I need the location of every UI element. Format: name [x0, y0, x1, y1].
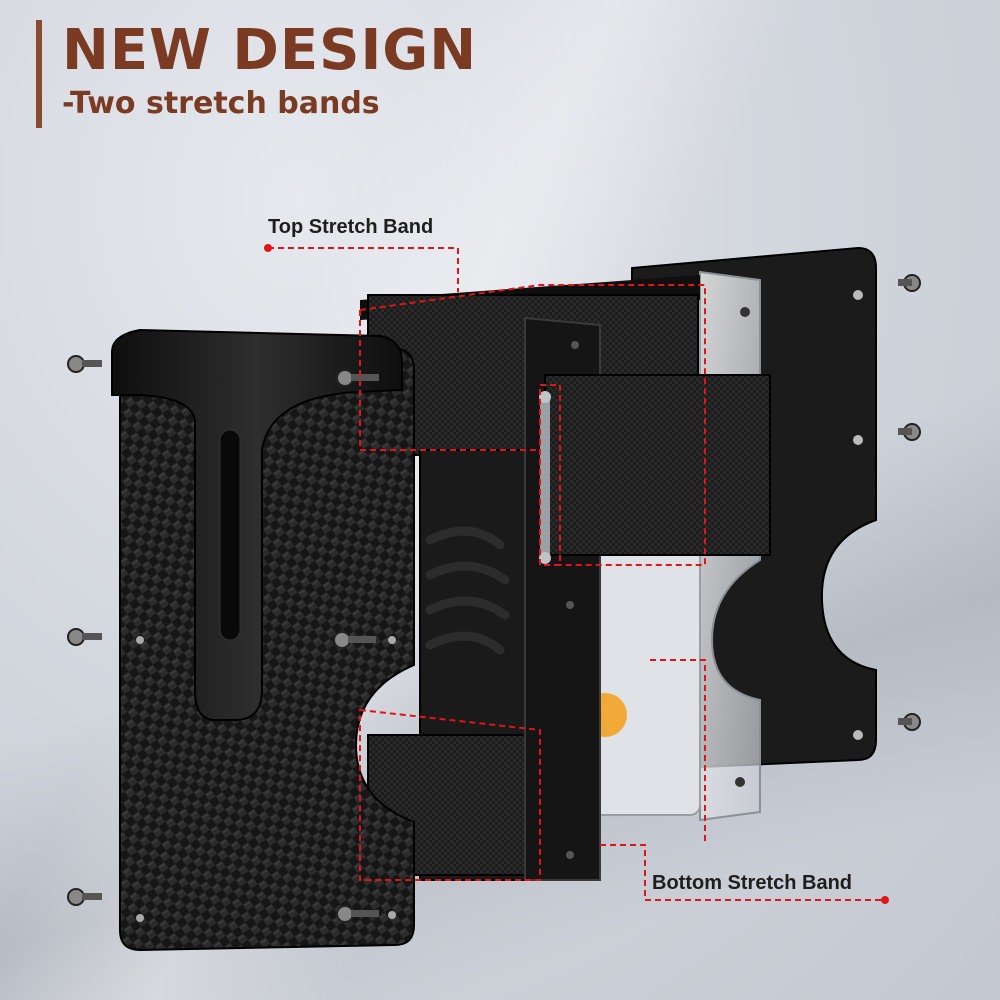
screw-icon	[67, 355, 102, 373]
top-stretch-band-label: Top Stretch Band	[268, 216, 434, 238]
callout-dot	[881, 896, 889, 904]
screw-icon	[336, 369, 379, 387]
screw-icon	[333, 631, 376, 649]
front-carbon-plate	[119, 338, 415, 952]
callout-dot	[264, 244, 272, 252]
page-subtitle: -Two stretch bands	[62, 86, 380, 121]
screw-icon	[67, 628, 102, 646]
page-title: NEW DESIGN	[62, 18, 478, 83]
title-accent-bar	[36, 20, 42, 128]
screws	[67, 274, 921, 923]
top-elastic-strap	[539, 374, 771, 564]
screw-icon	[898, 713, 921, 731]
top-band-highlight	[268, 247, 706, 566]
money-clip	[111, 328, 403, 721]
screw-icon	[898, 274, 921, 292]
bottom-band-highlight	[359, 659, 885, 901]
screw-icon	[336, 905, 379, 923]
screw-icon	[67, 888, 102, 906]
bottom-stretch-band-label: Bottom Stretch Band	[652, 872, 852, 894]
screw-icon	[898, 423, 921, 441]
